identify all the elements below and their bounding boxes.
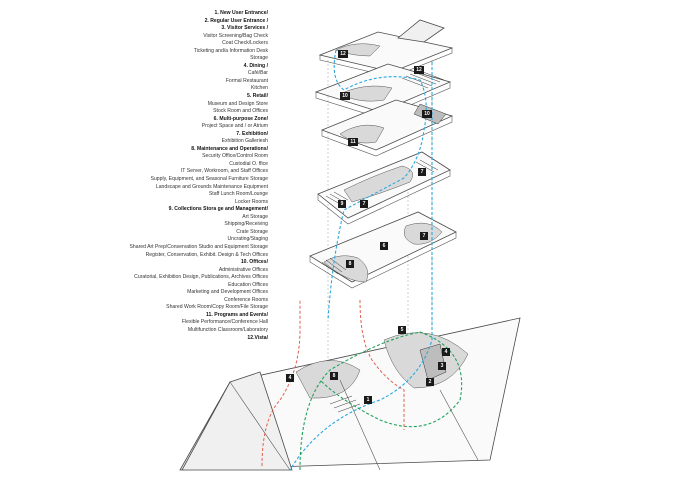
legend-item: Custodial O. ffice bbox=[229, 160, 268, 167]
legend-item: Marketing and Development Offices bbox=[187, 289, 268, 296]
legend-item: Formal Restaurant bbox=[225, 77, 268, 84]
legend-item: Art Storage bbox=[242, 213, 268, 220]
svg-text:7: 7 bbox=[423, 233, 426, 239]
svg-text:10: 10 bbox=[342, 93, 348, 99]
legend-item: Staff Lunch Room/Lounge bbox=[208, 191, 268, 198]
legend-item: Ticketing and/a Information Desk bbox=[193, 47, 268, 54]
legend-item: Shipping/Receiving bbox=[224, 221, 268, 228]
legend-item: Shared Work Room/Copy Room/File Storage bbox=[166, 304, 268, 311]
legend-item: Administrative Offices bbox=[218, 266, 268, 273]
svg-text:5: 5 bbox=[401, 327, 404, 333]
tag-7-exhibition-c: 7 bbox=[420, 232, 428, 240]
tag-5-retail: 5 bbox=[398, 326, 406, 334]
legend-item: Storage bbox=[250, 55, 268, 62]
tag-12-vista: 12 bbox=[338, 50, 348, 58]
svg-text:12: 12 bbox=[340, 51, 346, 57]
legend-item: Uncrating/Staging bbox=[227, 236, 269, 243]
legend-item: Security Office/Control Room bbox=[202, 153, 268, 160]
svg-text:8: 8 bbox=[349, 261, 352, 267]
legend-heading: 8. Maintenance and Operations/ bbox=[191, 145, 268, 152]
legend-item: Supply, Equipment, and Seasonal Furnitur… bbox=[150, 176, 268, 183]
legend-item: Crate Storage bbox=[236, 228, 268, 235]
legend-heading: 3. Visitor Services / bbox=[221, 25, 268, 32]
legend-item: Locker Rooms bbox=[235, 198, 268, 205]
legend-item: IT Server, Workroom, and Staff Offices bbox=[180, 168, 268, 175]
legend-item: Education Offices bbox=[228, 281, 268, 288]
legend-item: Curatorial, Exhibition Design, Publicati… bbox=[134, 274, 268, 281]
legend-heading: 2. Regular User Entrance / bbox=[204, 17, 268, 24]
svg-text:1: 1 bbox=[367, 397, 370, 403]
svg-text:4: 4 bbox=[445, 349, 448, 355]
legend-heading: 11. Programs and Events/ bbox=[205, 311, 268, 318]
legend-item: Visitor Screening/Bag Check bbox=[203, 32, 268, 39]
svg-text:8: 8 bbox=[333, 373, 336, 379]
program-legend: 1. New User Entrance/2. Regular User Ent… bbox=[100, 10, 268, 342]
tag-10-offices: 10 bbox=[340, 92, 350, 100]
tag-4-dining-a: 4 bbox=[286, 374, 294, 382]
level-ground bbox=[179, 317, 521, 471]
legend-heading: 7. Exhibition/ bbox=[236, 130, 268, 137]
svg-text:9: 9 bbox=[341, 201, 344, 207]
legend-heading: 6. Multi-purpose Zone/ bbox=[213, 115, 268, 122]
legend-heading: 12.Vista/ bbox=[247, 334, 268, 341]
tag-12-vista-b: 12 bbox=[414, 66, 424, 74]
legend-heading: 10. Offices/ bbox=[240, 259, 268, 266]
tag-6-multipurpose: 6 bbox=[380, 242, 388, 250]
level-3 bbox=[317, 151, 451, 225]
tag-9-collections: 9 bbox=[338, 200, 346, 208]
legend-heading: 5. Retail/ bbox=[247, 93, 268, 100]
legend-heading: 4. Dining / bbox=[243, 62, 268, 69]
tag-3-visitor-services: 3 bbox=[438, 362, 446, 370]
tag-10-offices-b: 10 bbox=[422, 110, 432, 118]
tag-7-exhibition-b: 7 bbox=[418, 168, 426, 176]
legend-item: Project Space and / or Atrium bbox=[201, 123, 268, 130]
legend-heading: 9. Collections Stora ge and Management/ bbox=[168, 206, 268, 213]
svg-text:12: 12 bbox=[416, 67, 422, 73]
legend-item: Multifunction Classroom/Laboratory bbox=[187, 326, 268, 333]
legend-item: Stock Room and Offices bbox=[213, 108, 268, 115]
legend-item: Register, Conservation, Exhibit. Design … bbox=[145, 251, 268, 258]
svg-text:6: 6 bbox=[383, 243, 386, 249]
legend-heading: 1. New User Entrance/ bbox=[214, 10, 268, 16]
tag-8-maintenance-a: 8 bbox=[346, 260, 354, 268]
tag-1-new-entrance: 1 bbox=[364, 396, 372, 404]
legend-item: Café/Bar bbox=[247, 70, 268, 77]
svg-text:3: 3 bbox=[441, 363, 444, 369]
svg-text:10: 10 bbox=[424, 111, 430, 117]
legend-item: Museum and Design Store bbox=[207, 100, 268, 107]
tag-2-regular-entrance: 2 bbox=[426, 378, 434, 386]
legend-item: Kitchen bbox=[251, 85, 268, 92]
legend-item: Shared Art Prep/Conservation Studio and … bbox=[129, 243, 268, 250]
legend-item: Exhibition Galleriesh bbox=[221, 138, 268, 145]
svg-text:2: 2 bbox=[429, 379, 432, 385]
svg-text:11: 11 bbox=[350, 139, 356, 145]
circulation-paths bbox=[261, 49, 463, 471]
svg-text:7: 7 bbox=[421, 169, 424, 175]
tag-8-maintenance-b: 8 bbox=[330, 372, 338, 380]
tag-11-programs: 11 bbox=[348, 138, 358, 146]
legend-item: Flexible Performance/Conference Hall bbox=[181, 319, 268, 326]
level-vista bbox=[318, 19, 454, 78]
legend-item: Conference Rooms bbox=[224, 296, 268, 303]
tag-4-dining-b: 4 bbox=[442, 348, 450, 356]
svg-text:4: 4 bbox=[289, 375, 292, 381]
legend-item: Coat Check/Lockers bbox=[222, 40, 268, 47]
svg-text:7: 7 bbox=[363, 201, 366, 207]
tag-7-exhibition-a: 7 bbox=[360, 200, 368, 208]
legend-item: Landscape and Grounds Maintenance Equipm… bbox=[155, 183, 268, 190]
